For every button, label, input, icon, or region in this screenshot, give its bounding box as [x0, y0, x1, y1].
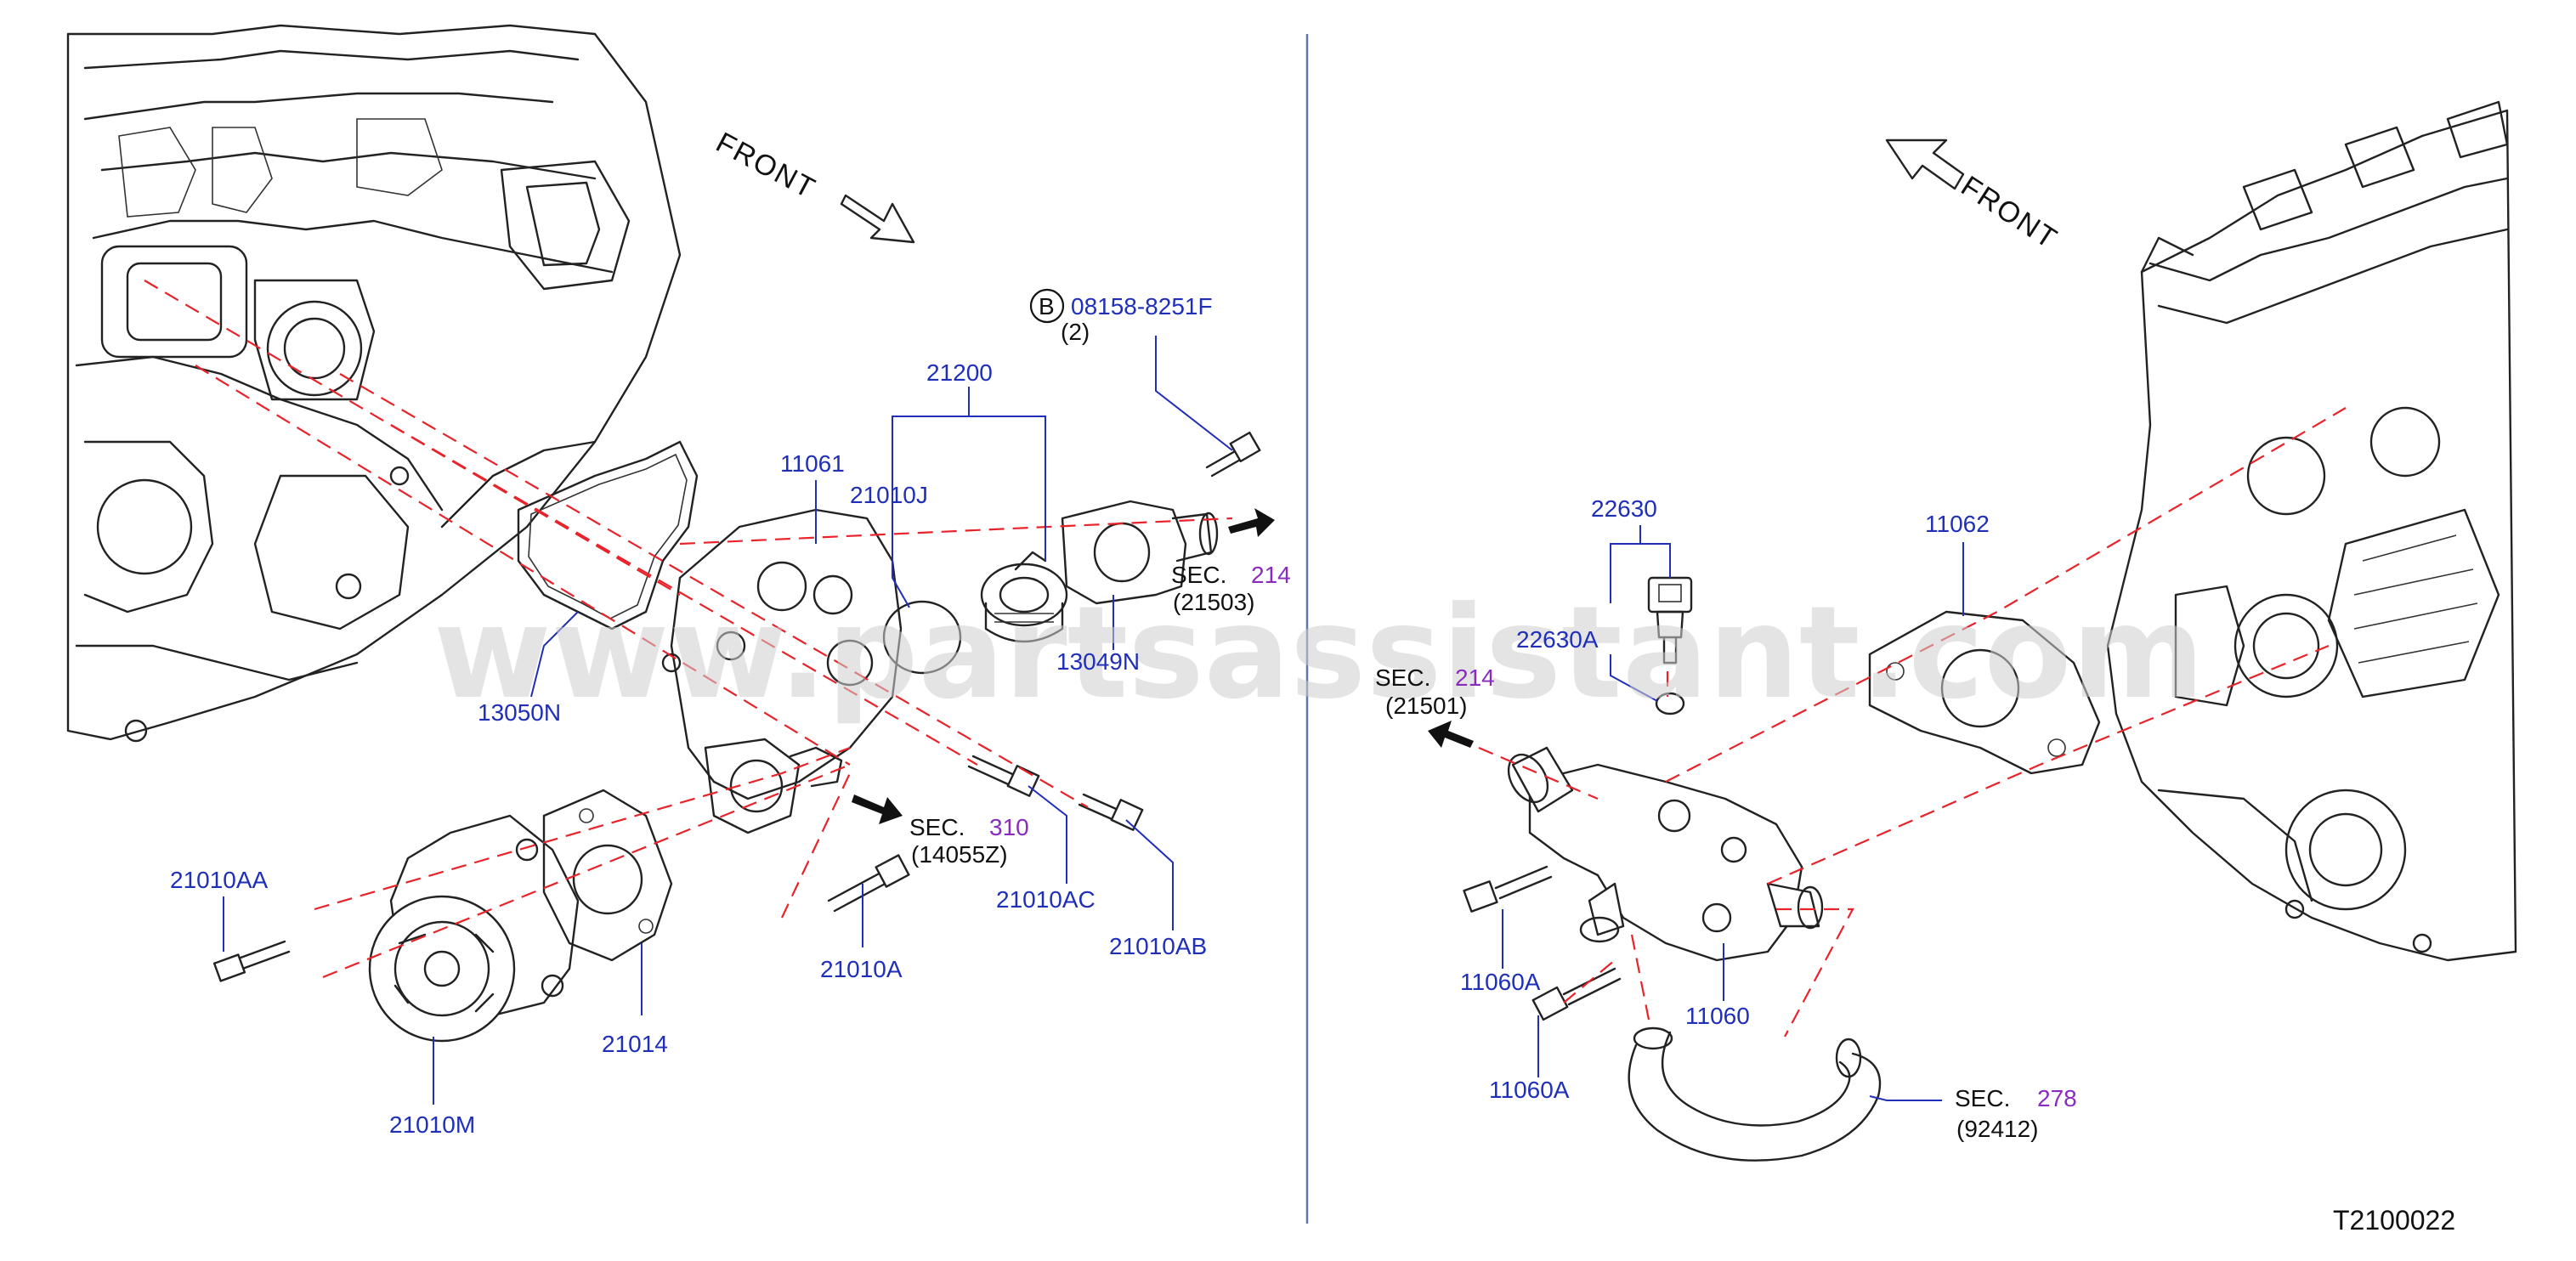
label-11062[interactable]: 11062	[1925, 511, 1990, 537]
water-outlet-11060-illustration	[1507, 746, 1824, 962]
gasket-11062-illustration	[1868, 610, 2101, 775]
engine-block-left-illustration	[66, 24, 682, 743]
front-arrow-right-icon	[1885, 139, 1965, 190]
label-11060a-upper[interactable]: 11060A	[1460, 969, 1541, 995]
bolt-11060a-lower-illustration	[1531, 967, 1622, 1021]
sec-278-ref: (92412)	[1956, 1116, 2039, 1142]
label-22630a[interactable]: 22630A	[1516, 626, 1599, 653]
label-21010m[interactable]: 21010M	[389, 1111, 475, 1138]
thermostat-21200-illustration	[980, 551, 1068, 643]
label-11060a-lower[interactable]: 11060A	[1489, 1077, 1570, 1103]
sec-214-21501-prefix: SEC.	[1375, 664, 1430, 691]
label-13049n[interactable]: 13049N	[1056, 648, 1140, 675]
callout-b-circle	[1029, 288, 1065, 324]
sec-214-21501-number[interactable]: 214	[1455, 664, 1495, 691]
hose-92412-illustration	[1628, 1026, 1882, 1162]
sec-310-ref: (14055Z)	[911, 841, 1008, 868]
label-21010ac[interactable]: 21010AC	[996, 886, 1096, 913]
bolt-08158-8251f-illustration	[1205, 431, 1261, 478]
leader-lines	[223, 336, 1964, 1105]
thermostat-housing-13049n-illustration	[1061, 500, 1219, 605]
label-21014[interactable]: 21014	[602, 1031, 668, 1057]
label-21010aa[interactable]: 21010AA	[170, 867, 269, 893]
label-21010j[interactable]: 21010J	[850, 482, 928, 508]
front-arrow-left-icon	[840, 194, 915, 244]
alignment-lines-right	[1478, 407, 2347, 1038]
o-ring-22630a-illustration	[1655, 692, 1685, 715]
bolt-21010ab-illustration	[1078, 793, 1144, 831]
sec-214-21503-number[interactable]: 214	[1251, 562, 1291, 588]
label-21010a[interactable]: 21010A	[820, 956, 903, 982]
alignment-lines-left	[144, 280, 1233, 979]
diagram-code: T2100022	[2333, 1205, 2455, 1236]
arrow-to-sec-214-21501	[1428, 721, 1474, 748]
label-11060[interactable]: 11060	[1685, 1003, 1750, 1029]
sec-214-21503-ref: (21503)	[1173, 589, 1255, 615]
bolt-21010a-illustration	[827, 854, 910, 913]
o-ring-21010j-illustration	[882, 600, 962, 675]
label-21200[interactable]: 21200	[926, 359, 993, 386]
watermark-text: www.partsassistant.com	[433, 580, 2205, 727]
gasket-21014-illustration	[542, 789, 673, 962]
sec-278-prefix: SEC.	[1955, 1085, 2010, 1111]
front-label-left: FRONT	[711, 127, 821, 206]
label-22630[interactable]: 22630	[1591, 495, 1657, 522]
sec-214-21501-ref: (21501)	[1385, 693, 1468, 719]
bolt-21010ac-illustration	[967, 755, 1040, 797]
sec-310-number[interactable]: 310	[989, 814, 1029, 840]
label-08158-qty: (2)	[1061, 319, 1090, 345]
label-13050n[interactable]: 13050N	[478, 699, 561, 726]
bolt-11060a-upper-illustration	[1463, 865, 1553, 913]
water-pump-21010m-illustration	[368, 814, 580, 1043]
arrow-to-sec-214-21503	[1228, 508, 1275, 537]
label-11061[interactable]: 11061	[780, 450, 845, 477]
label-21010ab[interactable]: 21010AB	[1109, 933, 1207, 959]
sec-310-prefix: SEC.	[909, 814, 965, 840]
front-label-right: FRONT	[1956, 170, 2064, 256]
label-08158-8251f[interactable]: 08158-8251F	[1071, 293, 1213, 319]
engine-block-right-illustration	[2106, 100, 2517, 962]
bolt-21010aa-illustration	[212, 940, 291, 982]
callout-b-letter: B	[1039, 293, 1055, 319]
sec-278-number[interactable]: 278	[2037, 1085, 2077, 1111]
arrow-to-sec-310	[852, 794, 903, 824]
sec-214-21503-prefix: SEC.	[1171, 562, 1226, 588]
